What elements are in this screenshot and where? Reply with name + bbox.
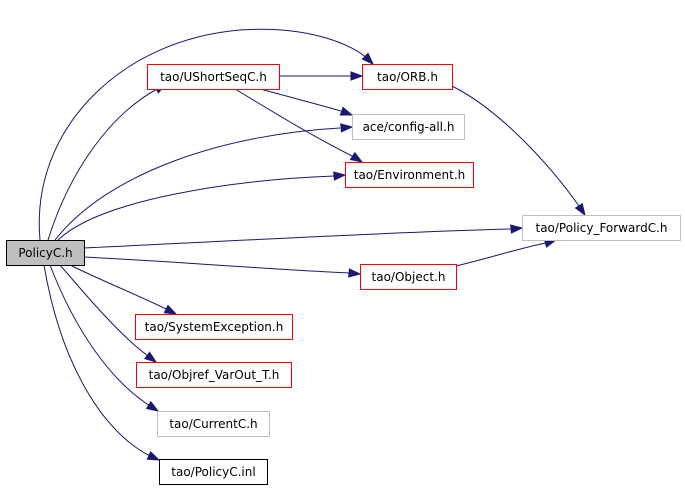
edge-line	[83, 256, 350, 274]
edge-policyc_h-to-currentc_h	[49, 264, 160, 412]
node-config-all-h[interactable]: ace/config-all.h	[352, 114, 465, 140]
node-box[interactable]	[136, 362, 292, 388]
edge-object_h-to-policy_forwardc_h	[455, 238, 558, 267]
node-box[interactable]	[360, 264, 457, 290]
edge-policyc_h-to-object_h	[83, 256, 362, 278]
node-objref-varout-t-h[interactable]: tao/Objref_VarOut_T.h	[136, 362, 292, 388]
node-label: tao/ORB.h	[377, 70, 438, 84]
edge-line	[49, 264, 151, 407]
edge-line	[38, 28, 368, 241]
node-label: tao/Environment.h	[354, 168, 466, 182]
node-box[interactable]	[147, 64, 280, 90]
edge-arrowhead	[340, 123, 354, 133]
edge-arrowhead	[348, 268, 362, 278]
edge-line	[455, 242, 547, 267]
node-box[interactable]	[345, 162, 474, 188]
node-label: tao/Objref_VarOut_T.h	[149, 368, 280, 382]
edge-policyc_h-to-policy_forwardc_h	[83, 224, 524, 249]
edge-arrowhead	[574, 202, 586, 217]
edge-line	[59, 264, 149, 357]
edge-policyc_h-to-ushortseqc_h	[47, 83, 168, 241]
node-currentc-h[interactable]: tao/CurrentC.h	[157, 411, 270, 437]
edge-arrowhead	[333, 171, 347, 181]
node-box[interactable]	[362, 64, 453, 90]
node-label: PolicyC.h	[18, 246, 72, 260]
node-label: tao/Policy_ForwardC.h	[535, 221, 667, 235]
node-box[interactable]	[6, 240, 85, 266]
edge-line	[234, 88, 355, 158]
nodes-layer: PolicyC.h tao/UShortSeqC.h tao/ORB.h ace/co…	[6, 64, 681, 485]
node-label: tao/PolicyC.inl	[171, 465, 255, 479]
edge-line	[451, 85, 580, 207]
edge-line	[83, 228, 512, 249]
node-label: tao/UShortSeqC.h	[160, 70, 267, 84]
node-box[interactable]	[352, 114, 465, 140]
node-policyc-h[interactable]: PolicyC.h	[6, 240, 85, 266]
node-systemexception-h[interactable]: tao/SystemException.h	[135, 314, 293, 340]
edge-arrowhead	[350, 71, 364, 81]
node-box[interactable]	[157, 411, 270, 437]
edge-arrowhead	[143, 351, 158, 363]
edge-line	[259, 88, 342, 112]
node-label: ace/config-all.h	[363, 120, 455, 134]
edge-ushortseqc_h-to-orb_h	[279, 71, 364, 81]
edge-arrowhead	[163, 304, 178, 315]
edge-arrowhead	[361, 52, 375, 66]
node-ushortseqc-h[interactable]: tao/UShortSeqC.h	[147, 64, 280, 90]
edge-policyc_h-to-orb_h	[38, 28, 375, 241]
edges-layer	[38, 28, 586, 461]
edge-policyc_h-to-objref_varout_t_h	[59, 264, 158, 363]
edge-policyc_h-to-policyc_inl	[43, 264, 161, 461]
node-object-h[interactable]: tao/Object.h	[360, 264, 457, 290]
edge-line	[57, 175, 335, 241]
node-box[interactable]	[159, 459, 268, 485]
edge-policyc_h-to-systemexception_h	[69, 264, 178, 315]
node-label: tao/Object.h	[372, 270, 446, 284]
edge-arrowhead	[510, 224, 524, 234]
edge-ushortseqc_h-to-environment_h	[234, 88, 364, 163]
edge-policyc_h-to-config_all_h	[54, 123, 354, 241]
edge-line	[47, 88, 158, 241]
edge-arrowhead	[145, 400, 160, 412]
edge-orb_h-to-policy_forwardc_h	[451, 85, 586, 217]
edge-ushortseqc_h-to-config_all_h	[259, 88, 354, 116]
edge-line	[43, 264, 151, 457]
node-box[interactable]	[135, 314, 293, 340]
node-environment-h[interactable]: tao/Environment.h	[345, 162, 474, 188]
node-label: tao/SystemException.h	[145, 320, 284, 334]
edge-policyc_h-to-environment_h	[57, 171, 347, 241]
node-orb-h[interactable]: tao/ORB.h	[362, 64, 453, 90]
node-label: tao/CurrentC.h	[169, 417, 257, 431]
edge-arrowhead	[146, 451, 161, 461]
edge-line	[54, 127, 341, 241]
node-box[interactable]	[522, 215, 681, 241]
node-policyc-inl[interactable]: tao/PolicyC.inl	[159, 459, 268, 485]
edge-arrowhead	[339, 106, 354, 116]
edge-line	[69, 264, 169, 311]
node-policy-forwardc-h[interactable]: tao/Policy_ForwardC.h	[522, 215, 681, 241]
edge-arrowhead	[349, 151, 364, 163]
